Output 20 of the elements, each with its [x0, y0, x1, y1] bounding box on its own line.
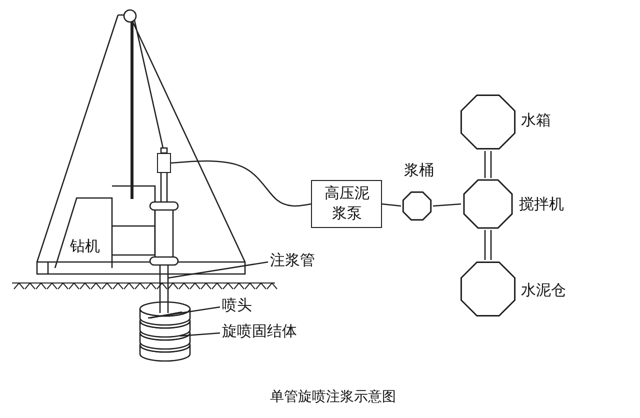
swivel-box — [157, 153, 171, 173]
pipe-line — [484, 229, 492, 261]
pump-box — [311, 180, 382, 228]
callout-text: 喷头 — [222, 297, 252, 315]
caption: 单管旋喷注浆示意图 — [269, 388, 397, 406]
rig-label: 钻机 — [70, 238, 100, 256]
pipe-line — [382, 203, 402, 207]
pipe-line — [170, 160, 312, 207]
pipe-line — [484, 150, 492, 179]
callout-text: 注浆管 — [270, 252, 315, 270]
leader-line — [148, 306, 220, 319]
tank-label: 水泥仓 — [521, 282, 566, 300]
pump-label: 高压泥浆泵 — [324, 184, 370, 224]
tank-label: 水箱 — [521, 112, 551, 130]
callout-text: 旋喷固结体 — [222, 323, 297, 341]
tank-label: 浆桶 — [404, 162, 434, 180]
leader-line — [180, 332, 220, 337]
leader-line — [168, 261, 268, 279]
tank-label: 搅拌机 — [519, 196, 564, 214]
pipe-line — [432, 203, 462, 207]
